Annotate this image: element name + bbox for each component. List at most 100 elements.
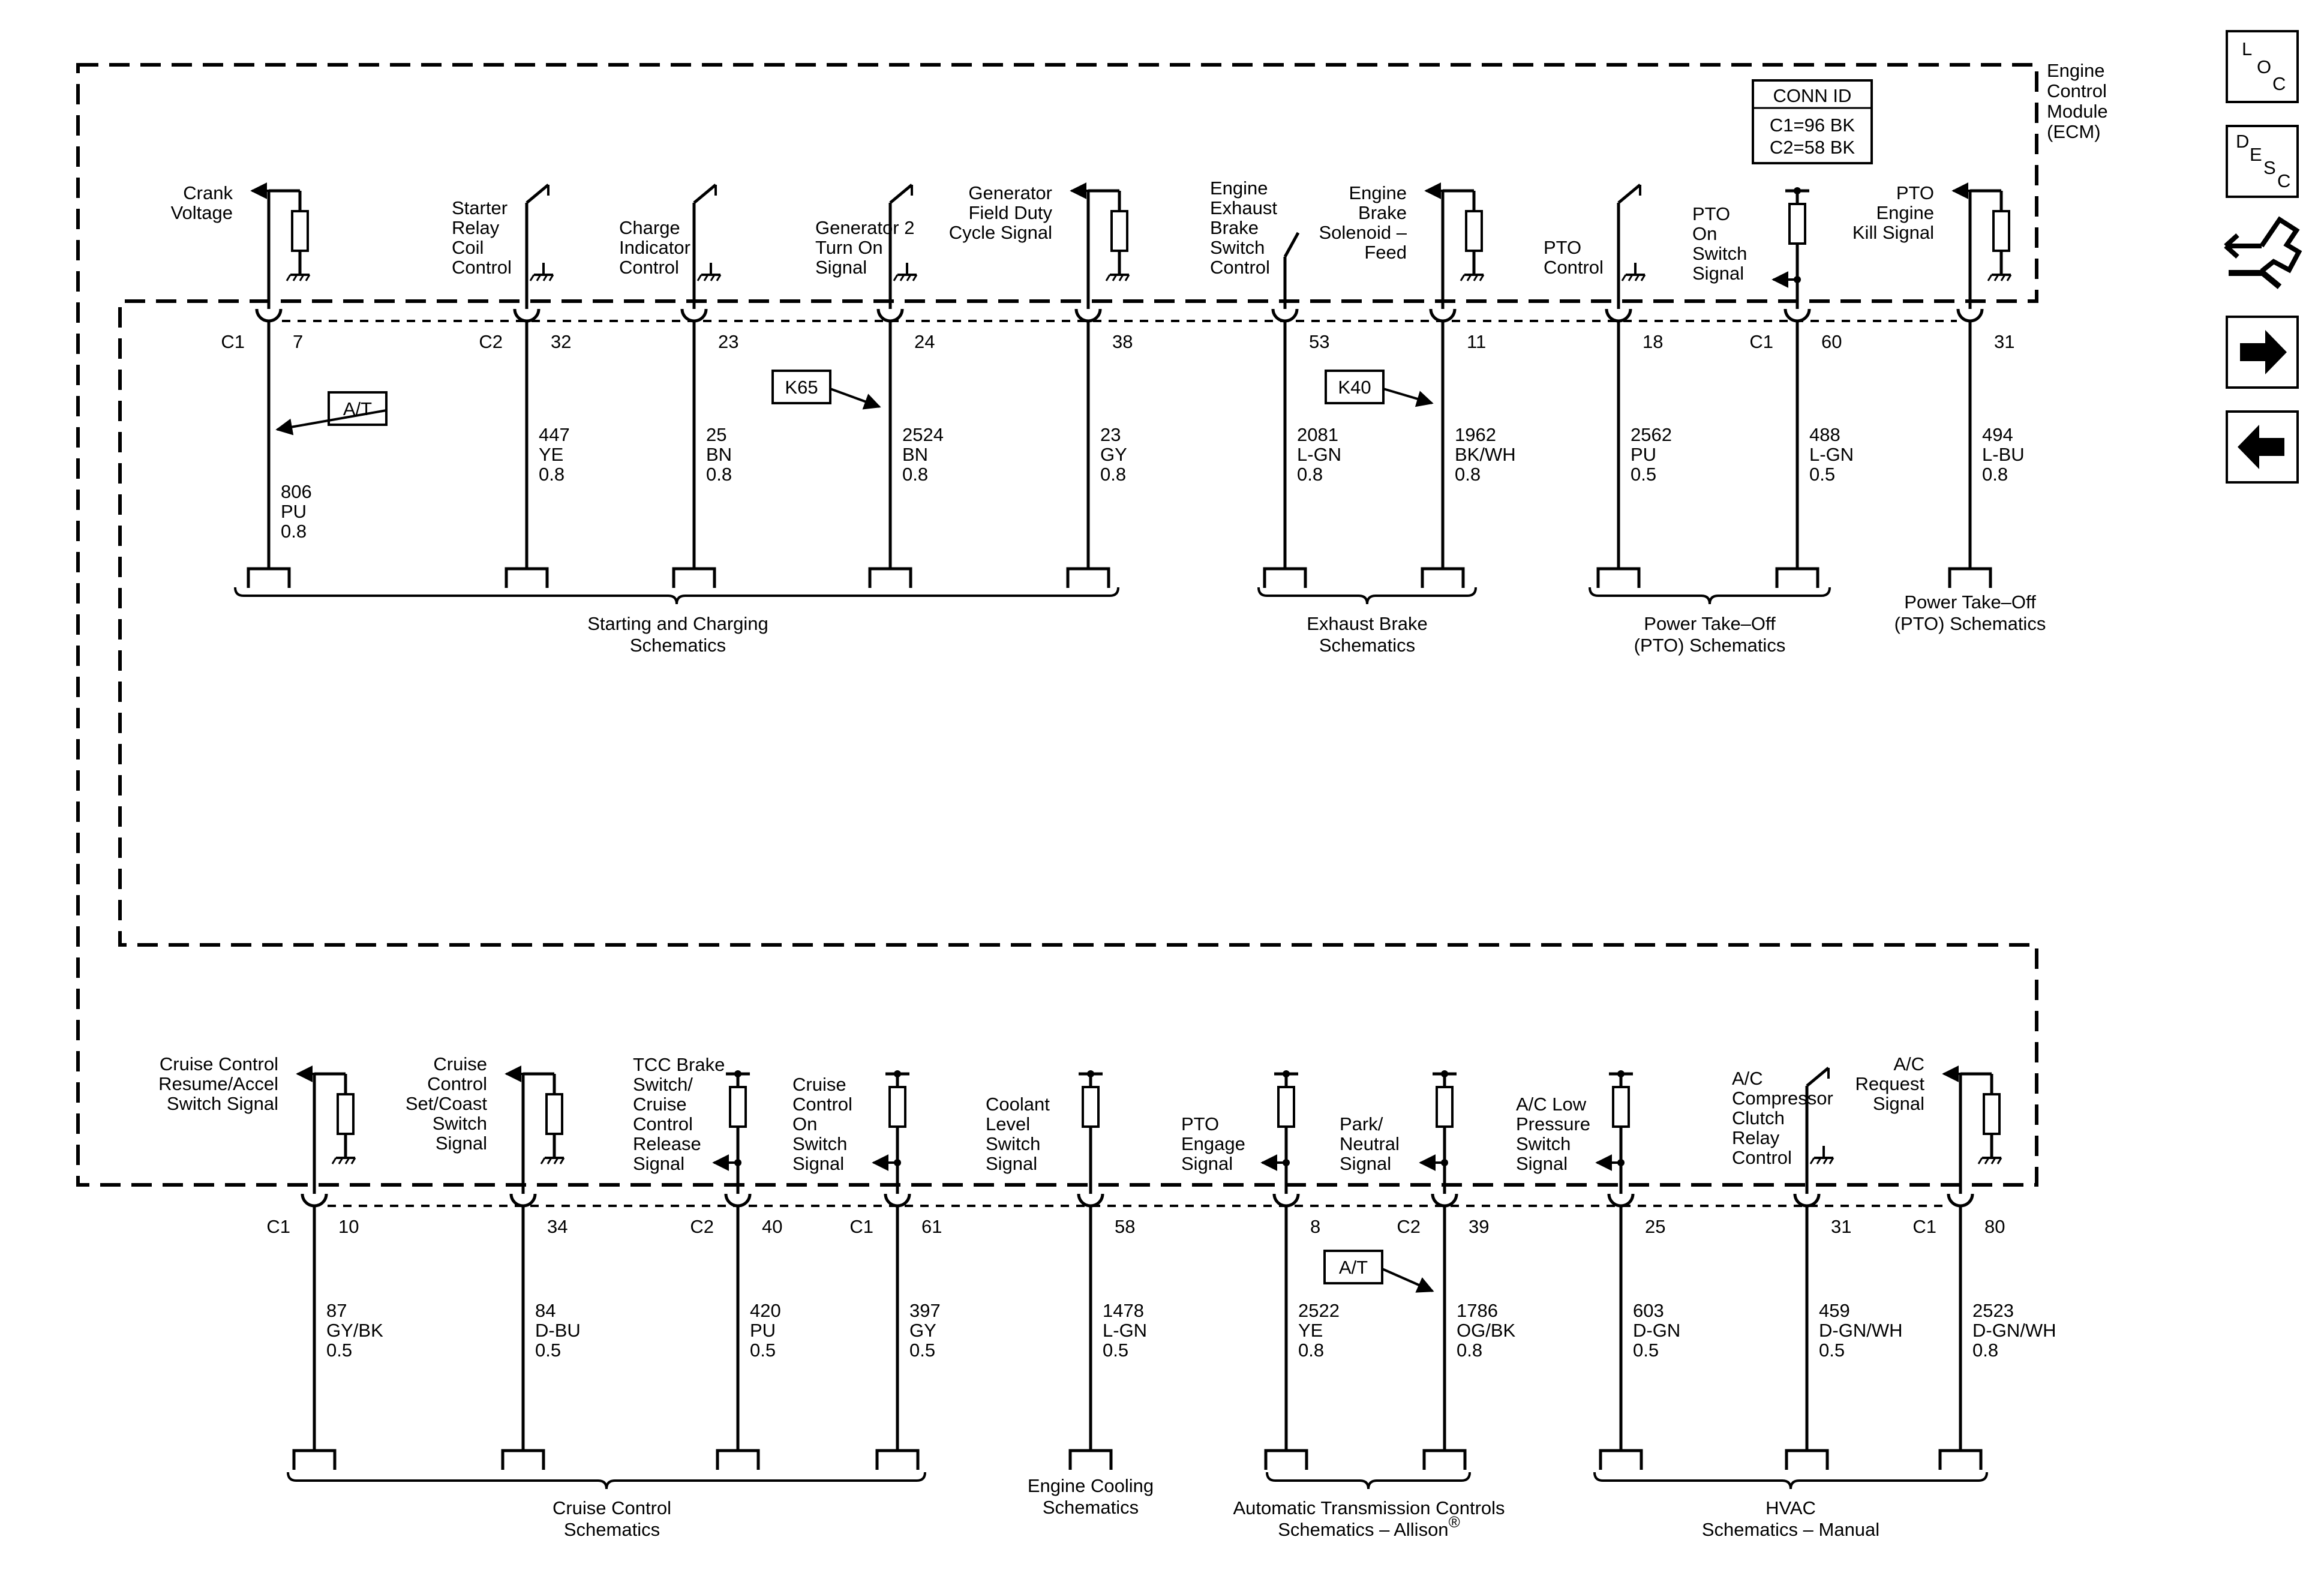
function-label: Pressure	[1516, 1113, 1590, 1134]
function-label: Signal	[986, 1153, 1037, 1174]
pin-number: 8	[1310, 1216, 1320, 1237]
function-label: Signal	[1181, 1153, 1233, 1174]
pin-number: 23	[718, 331, 738, 352]
function-label: PTO	[1896, 182, 1934, 203]
next-page-button[interactable]	[2226, 316, 2299, 389]
function-label: PTO	[1544, 237, 1581, 258]
desc-button[interactable]: D E S C	[2226, 125, 2299, 198]
circuit-pin-31: A/CCompressorClutchRelayControl31459D-GN…	[1732, 1067, 1902, 1470]
function-label: Compressor	[1732, 1088, 1833, 1109]
connector-view-icon[interactable]	[2224, 216, 2302, 289]
wire-spec: YE	[1298, 1320, 1323, 1341]
function-label: Coil	[452, 237, 484, 258]
function-label: Release	[633, 1133, 701, 1154]
loc-button[interactable]: L O C	[2226, 30, 2299, 103]
function-label: Engage	[1181, 1133, 1245, 1154]
function-label: Cruise Control	[160, 1053, 278, 1074]
schematic-reference-label: Schematics – Manual	[1702, 1519, 1879, 1540]
function-label: Brake	[1210, 217, 1259, 238]
wire-spec: 1786	[1457, 1300, 1498, 1321]
function-label: On	[1692, 223, 1717, 244]
svg-text:L: L	[2242, 38, 2252, 59]
function-label: Signal	[815, 257, 867, 278]
schematic-reference-label: HVAC	[1765, 1497, 1816, 1518]
pin-number: 24	[914, 331, 935, 352]
wire-spec: 2522	[1298, 1300, 1340, 1321]
wire-spec: 0.8	[1982, 464, 2008, 485]
function-label: Control	[1544, 257, 1604, 278]
wire-spec: 0.8	[902, 464, 928, 485]
pin-number: 39	[1469, 1216, 1489, 1237]
wire-spec: 0.8	[281, 521, 307, 542]
connector-label: C2	[690, 1216, 714, 1237]
schematic-reference-label: Cruise Control	[553, 1497, 671, 1518]
schematic-reference-label: Exhaust Brake	[1307, 613, 1428, 634]
pin-number: 38	[1112, 331, 1133, 352]
svg-text:Control: Control	[2047, 80, 2107, 101]
wire-spec: 0.8	[1455, 464, 1481, 485]
function-label: Engine	[1349, 182, 1407, 203]
previous-page-button[interactable]	[2226, 410, 2299, 484]
svg-text:Engine: Engine	[2047, 60, 2105, 81]
function-label: Turn On	[815, 237, 883, 258]
function-label: Control	[427, 1073, 487, 1094]
wire-spec: 23	[1100, 424, 1121, 445]
ecm-label: Engine Control Module (ECM)	[2047, 60, 2108, 142]
circuit-pin-40: TCC BrakeSwitch/CruiseControlReleaseSign…	[633, 1054, 782, 1470]
pin-number: 31	[1994, 331, 2014, 352]
function-label: TCC Brake	[633, 1054, 725, 1075]
pin-number: 40	[762, 1216, 782, 1237]
wire-spec: D-GN/WH	[1972, 1320, 2056, 1341]
wire-spec: L-GN	[1809, 444, 1854, 465]
wire-spec: 447	[539, 424, 570, 445]
circuit-pin-53: EngineExhaustBrakeSwitchControl532081L-G…	[1210, 178, 1341, 588]
function-label: Cruise	[633, 1094, 687, 1115]
ecm-boundary	[76, 63, 2038, 1187]
connector-label: C1	[1912, 1216, 1936, 1237]
wire-spec: L-BU	[1982, 444, 2025, 465]
note-at: A/T	[1339, 1257, 1368, 1278]
conn-id-title: CONN ID	[1773, 85, 1852, 106]
schematic-reference-label: (PTO) Schematics	[1634, 635, 1786, 656]
function-label: Signal	[633, 1153, 684, 1174]
function-label: Feed	[1364, 242, 1407, 263]
wire-spec: 806	[281, 481, 312, 502]
svg-text:D: D	[2236, 131, 2249, 152]
pin-number: 11	[1467, 331, 1486, 352]
circuit-pin-34: CruiseControlSet/CoastSwitchSignal3484D-…	[406, 1053, 581, 1470]
schematic-reference-label: Schematics	[630, 635, 726, 656]
wire-spec: 1962	[1455, 424, 1496, 445]
function-label: Relay	[1732, 1127, 1780, 1148]
function-label: Exhaust	[1210, 197, 1277, 218]
wire-spec: 0.5	[326, 1340, 352, 1361]
pin-number: 32	[551, 331, 571, 352]
connector-label: C1	[266, 1216, 290, 1237]
function-label: PTO	[1181, 1113, 1219, 1134]
svg-text:E: E	[2250, 144, 2262, 165]
next-page-arrow-icon	[2240, 330, 2287, 374]
function-label: Kill Signal	[1852, 222, 1934, 243]
wire-spec: BN	[706, 444, 732, 465]
wire-spec: GY	[1100, 444, 1127, 465]
wire-spec: 2562	[1631, 424, 1672, 445]
note-k65: K65	[785, 377, 818, 398]
schematic-reference[interactable]: Automatic Transmission ControlsSchematic…	[1233, 1472, 1505, 1540]
wire-spec: 25	[706, 424, 726, 445]
schematic-reference[interactable]: Power Take–Off(PTO) Schematics	[1589, 587, 1831, 656]
function-label: On	[792, 1113, 817, 1134]
function-label: Request	[1855, 1073, 1925, 1094]
wire-spec: D-GN	[1633, 1320, 1680, 1341]
schematic-reference-label: (PTO) Schematics	[1894, 613, 2046, 634]
schematic-reference[interactable]: Power Take–Off(PTO) Schematics	[1894, 592, 2046, 634]
function-label: Signal	[1873, 1093, 1924, 1114]
